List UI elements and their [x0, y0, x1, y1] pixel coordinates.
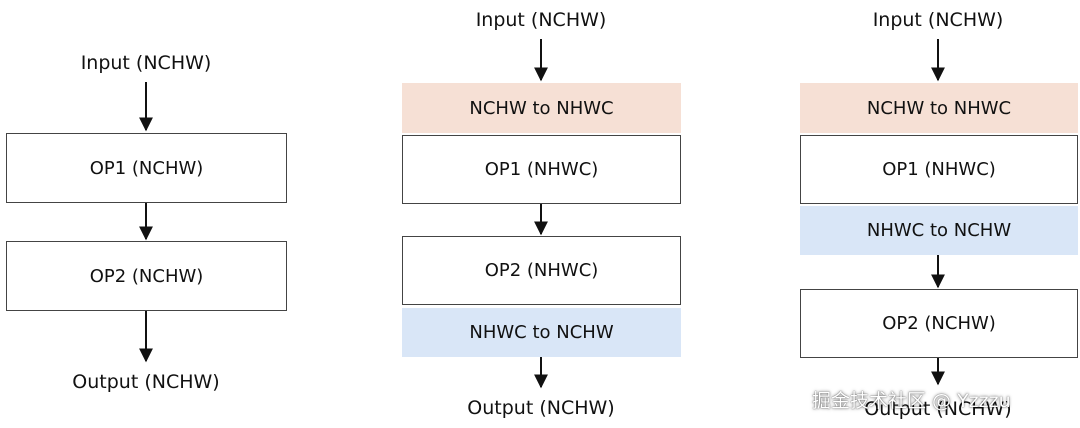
middle-convert-in-label: NCHW to NHWC	[469, 97, 614, 119]
left-input-label: Input (NCHW)	[80, 52, 212, 74]
left-op1-box: OP1 (NCHW)	[6, 133, 287, 203]
middle-nchw-to-nhwc-block: NCHW to NHWC	[402, 83, 681, 133]
right-op2-label: OP2 (NCHW)	[882, 313, 996, 334]
left-op2-label: OP2 (NCHW)	[89, 265, 204, 287]
middle-op2-box: OP2 (NHWC)	[402, 236, 681, 305]
right-convert-out-label: NHWC to NCHW	[866, 220, 1012, 241]
middle-nhwc-to-nchw-block: NHWC to NCHW	[402, 308, 681, 357]
middle-output-label: Output (NCHW)	[467, 397, 615, 419]
left-op1-label: OP1 (NCHW)	[89, 157, 204, 179]
middle-input-label: Input (NCHW)	[475, 9, 607, 31]
right-output-label: Output (NCHW)	[864, 398, 1012, 420]
watermark: 掘金技术社区 @ Yzzzu	[812, 390, 1011, 412]
right-convert-in-label: NCHW to NHWC	[866, 97, 1012, 119]
middle-op2-label: OP2 (NHWC)	[484, 260, 599, 281]
right-nchw-to-nhwc-block: NCHW to NHWC	[800, 83, 1078, 133]
left-output-label: Output (NCHW)	[72, 371, 220, 393]
right-input-label: Input (NCHW)	[872, 9, 1004, 31]
middle-op1-box: OP1 (NHWC)	[402, 135, 681, 204]
right-op1-label: OP1 (NHWC)	[882, 159, 996, 180]
left-op2-box: OP2 (NCHW)	[6, 241, 287, 311]
right-op2-box: OP2 (NCHW)	[800, 289, 1078, 358]
middle-convert-out-label: NHWC to NCHW	[469, 322, 614, 343]
right-nhwc-to-nchw-block: NHWC to NCHW	[800, 206, 1078, 255]
right-op1-box: OP1 (NHWC)	[800, 135, 1078, 204]
middle-op1-label: OP1 (NHWC)	[484, 159, 599, 180]
